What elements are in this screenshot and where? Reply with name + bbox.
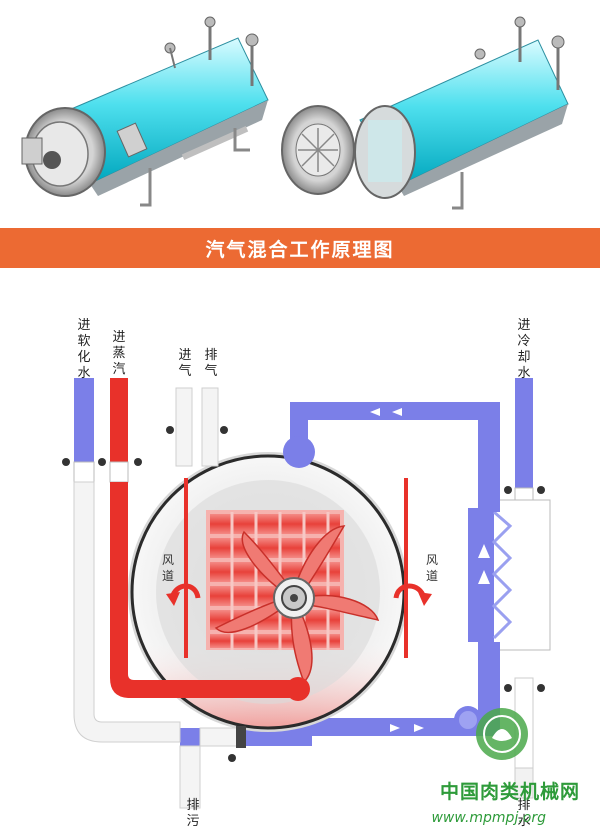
watermark-url: www.mpmpj.org [431,810,546,826]
working-principle-diagram: 进软化水 进蒸汽 进气 排气 进冷却水 排污 排水 风道 风道 [0,268,600,836]
label-duct-right: 风道 [425,553,438,583]
top-port [283,436,315,468]
label-drain-left: 排污 [186,798,200,829]
label-duct-left: 风道 [161,553,174,583]
autoclave-drawings [21,16,569,210]
autoclave-open [281,16,569,210]
flow-schematic [62,378,551,809]
section-banner: 汽气混合工作原理图 [0,228,600,268]
watermark-logo [476,708,528,760]
banner-title: 汽气混合工作原理图 [205,238,395,261]
autoclave-closed [21,16,269,207]
valve-handles [62,458,545,762]
steam-pipe [109,378,310,701]
autoclave-illustration [0,0,600,228]
heat-exchanger [468,499,551,651]
label-cold-water-in: 进冷却水 [517,318,531,381]
air-pipes [166,387,228,467]
circulation-pump [454,706,482,734]
air-ducts [166,478,432,658]
circulation-fan [214,525,380,684]
label-drain-right: 排水 [517,798,531,829]
label-steam-in: 进蒸汽 [112,330,126,377]
watermark-text: 中国肉类机械网 [439,781,580,803]
label-soft-water-in: 进软化水 [77,318,91,381]
soft-water-pipe [73,378,181,743]
drain-pipe [179,726,246,809]
label-air-out: 排气 [204,348,218,379]
label-air-in: 进气 [178,348,192,379]
